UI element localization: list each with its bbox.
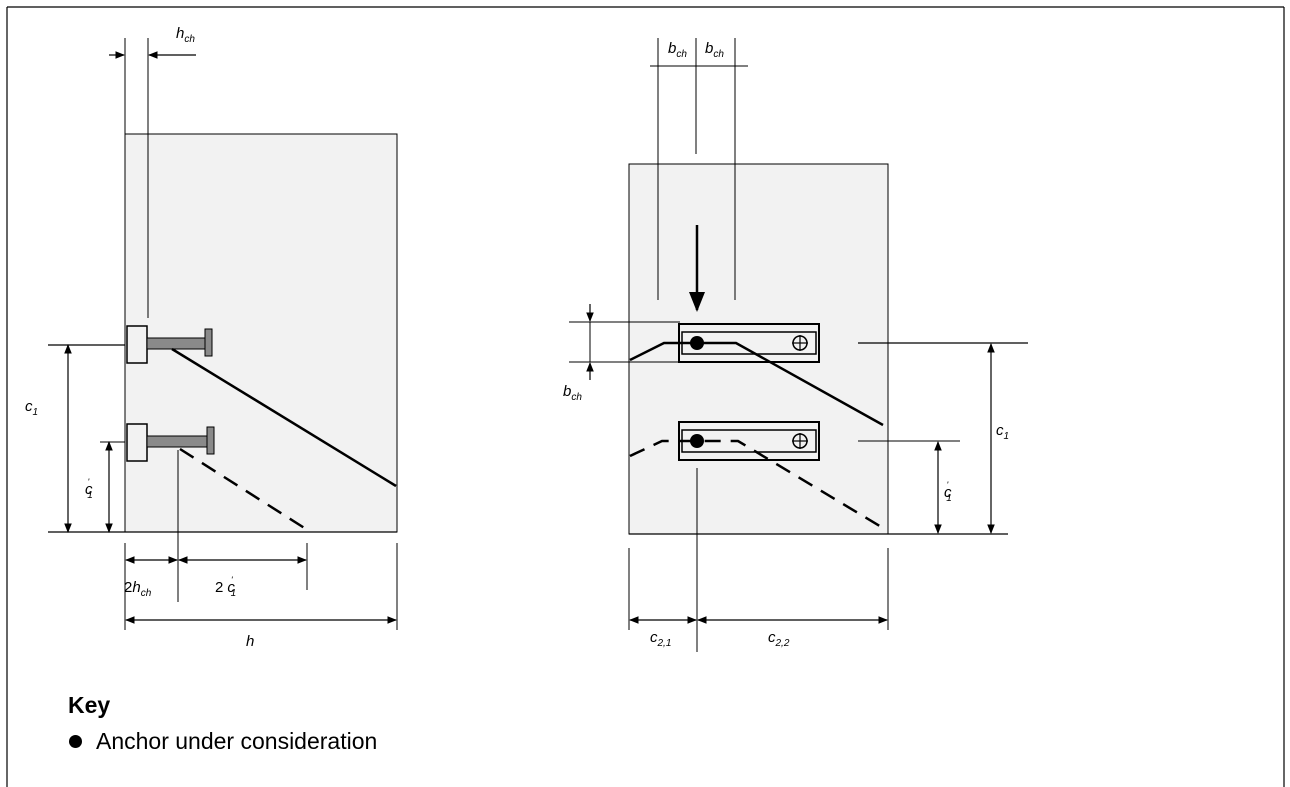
- failure-line-upper-right: [629, 341, 884, 427]
- label-two-h-ch: 2hch: [124, 579, 152, 599]
- lower-anchor-channel-section: [126, 423, 215, 462]
- filled-circle-icon: [69, 735, 82, 748]
- failure-line-lower-right: [629, 439, 884, 530]
- label-c22: c2,2: [768, 629, 790, 649]
- upper-anchor-channel-section: [126, 325, 213, 364]
- label-b-ch-top-2: bch: [705, 40, 724, 60]
- failure-line-upper-left: [171, 347, 397, 488]
- label-c1-left: c1: [25, 398, 38, 418]
- label-b-ch-top-1: bch: [668, 40, 687, 60]
- label-h-ch-top: hch: [176, 25, 195, 45]
- key-item-label: Anchor under consideration: [96, 728, 378, 754]
- label-c1-prime-left: c'1: [85, 477, 93, 501]
- figure-frame: [6, 6, 1285, 787]
- key-title: Key: [68, 692, 111, 718]
- concrete-member-left: [124, 133, 398, 533]
- label-h: h: [246, 633, 254, 650]
- label-c1-prime-right: c'1: [944, 480, 952, 504]
- right-front-view: bch bch bch: [563, 38, 1028, 652]
- label-c1-right: c1: [996, 422, 1009, 442]
- label-b-ch-side: bch: [563, 383, 582, 403]
- label-c21: c2,1: [650, 629, 671, 649]
- anchor-under-consideration-icon: [690, 434, 704, 448]
- left-section-view: hch c1 c'1: [25, 25, 398, 650]
- concrete-member-right: [628, 163, 889, 535]
- key-item: Anchor under consideration: [68, 728, 377, 755]
